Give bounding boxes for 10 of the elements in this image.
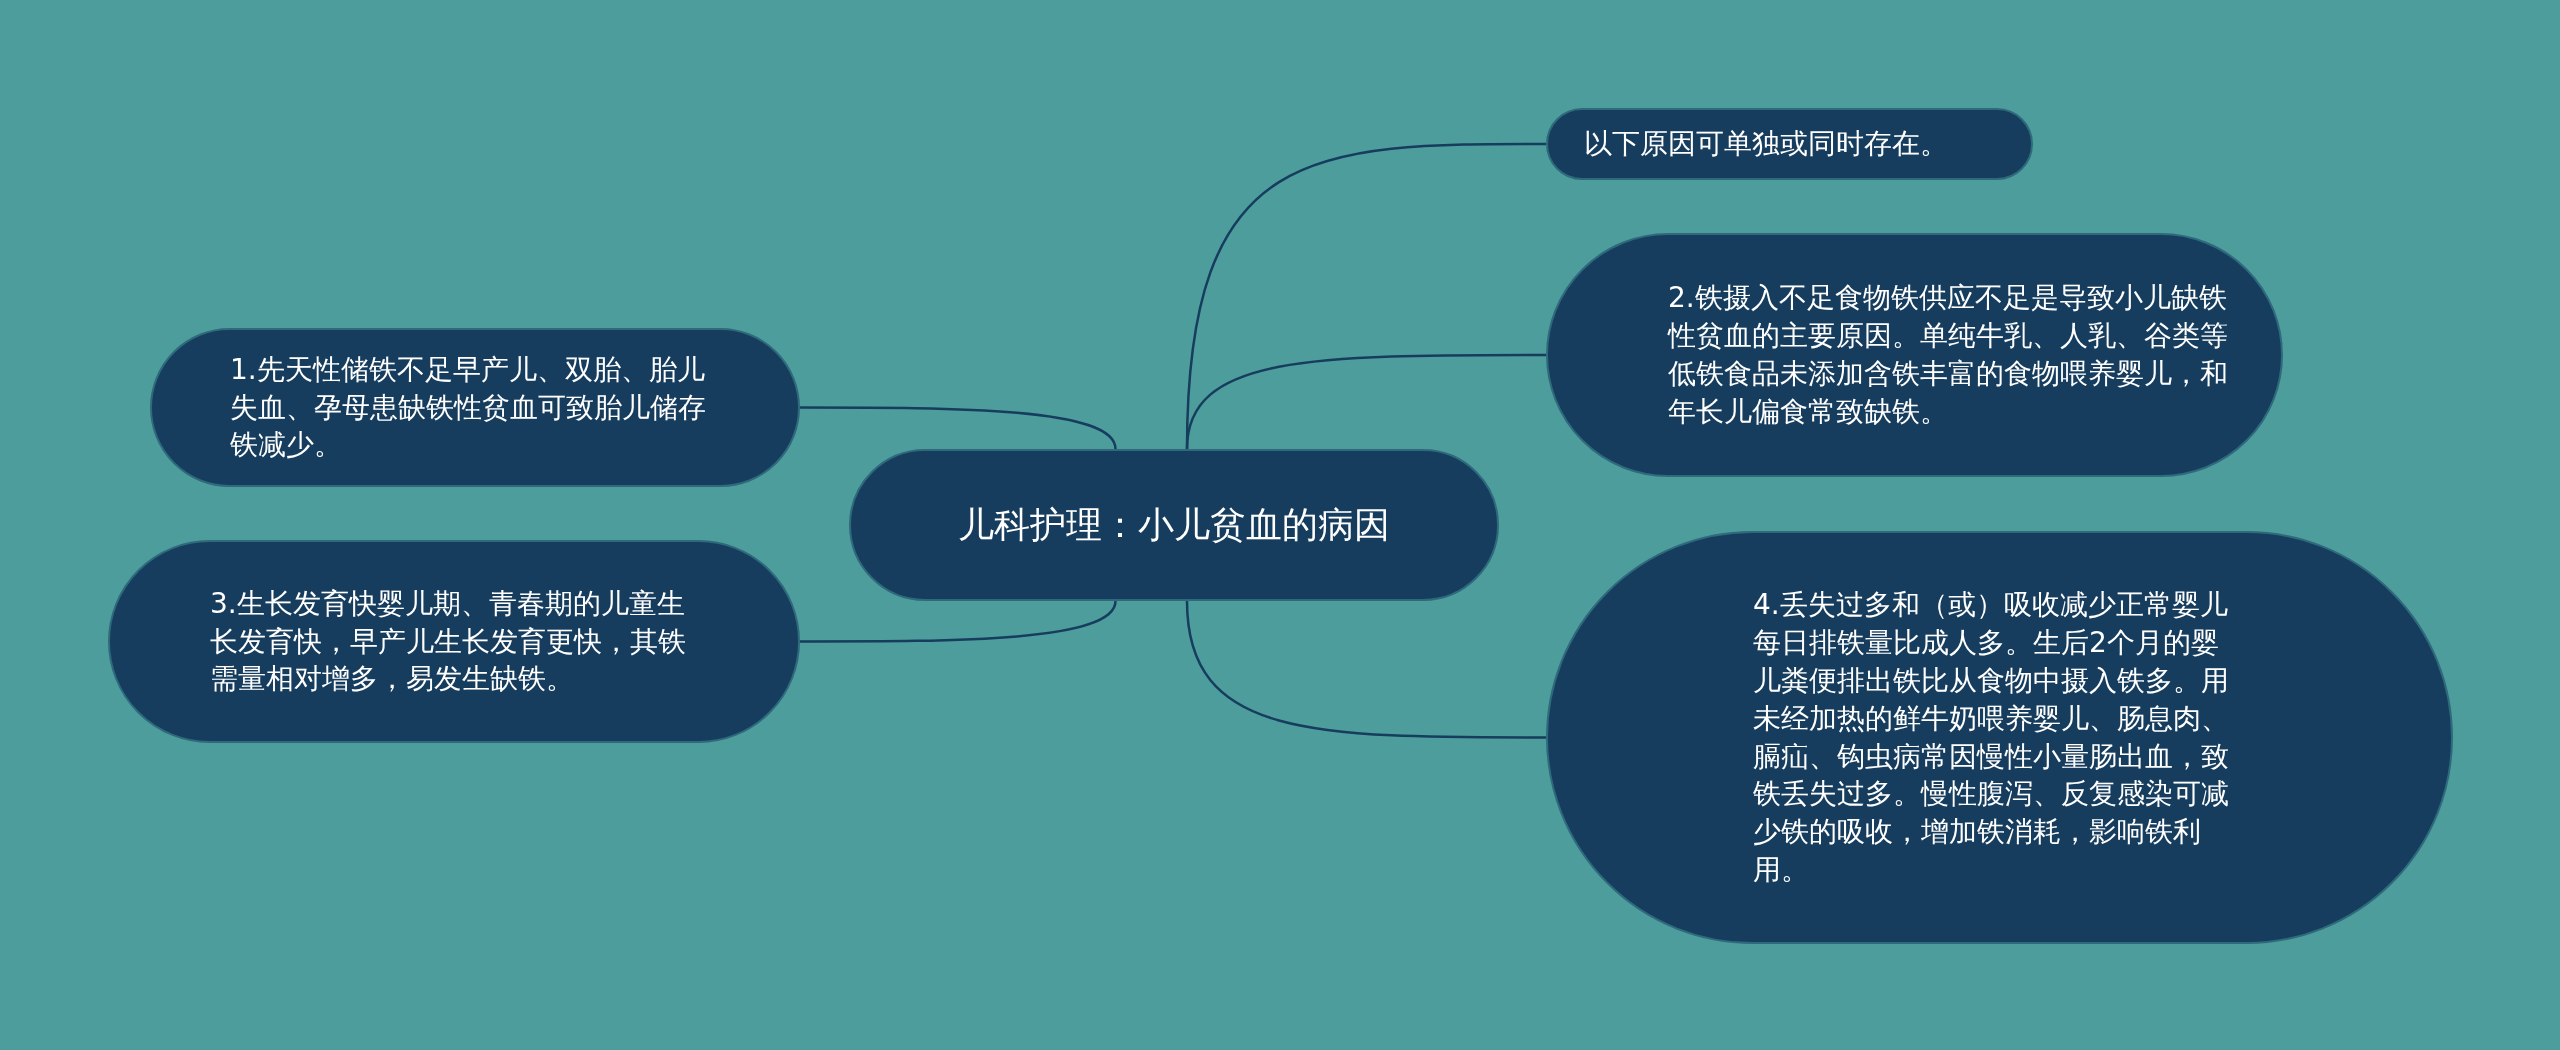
connector-line bbox=[800, 406, 1117, 450]
connector-line bbox=[1185, 353, 1546, 450]
node-text: 3.生长发育快婴儿期、青春期的儿童生长发育快，早产儿生长发育更快，其铁需量相对增多，易发生缺铁。 bbox=[210, 585, 687, 698]
node-text: 2.铁摄入不足食物铁供应不足是导致小儿缺铁性贫血的主要原因。单纯牛乳、人乳、谷类等低铁食品未添加含铁丰富的食物喂养婴儿，和年长儿偏食常致缺铁。 bbox=[1668, 280, 2228, 430]
node-text: 以下原因可单独或同时存在。 bbox=[1584, 126, 1949, 163]
node-text: 儿科护理：小儿贫血的病因 bbox=[958, 502, 1390, 547]
connector-line bbox=[1185, 600, 1546, 739]
connector-line bbox=[800, 600, 1117, 643]
node-text: 4.丢失过多和（或）吸收减少正常婴儿每日排铁量比成人多。生后2个月的婴儿粪便排出铁比从食物中摄入铁多。用未经加热的鲜牛奶喂养婴儿、肠息肉、膈疝、钩虫病常因慢性小量肠出血，致铁丢失过多。慢性腹泻、反复感染可减少铁的吸收，增加铁消耗，影响铁利用。 bbox=[1753, 587, 2230, 888]
node-text: 1.先天性储铁不足早产儿、双胎、胎儿失血、孕母患缺铁性贫血可致胎儿储存铁减少。 bbox=[230, 351, 707, 464]
